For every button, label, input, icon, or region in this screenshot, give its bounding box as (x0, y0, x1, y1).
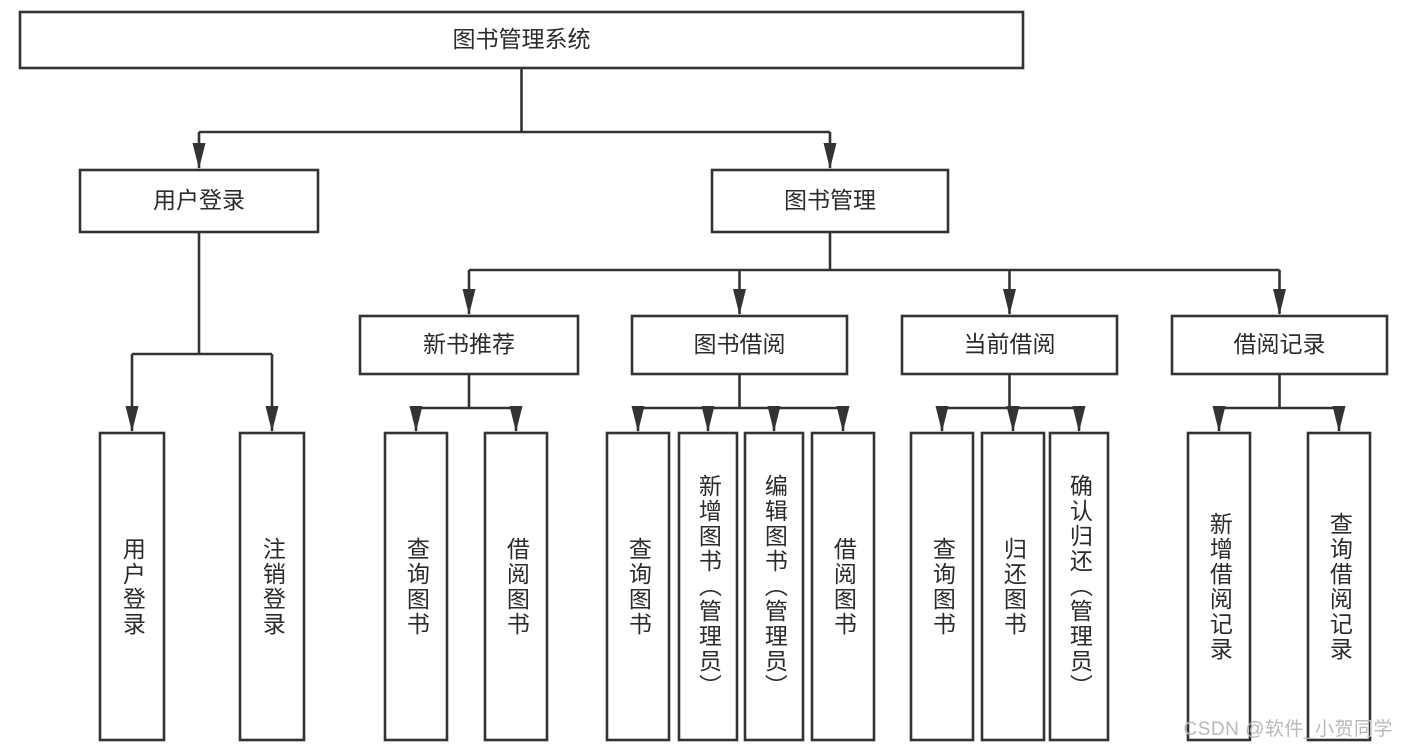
node-root-label: 图书管理系统 (453, 26, 591, 52)
node-level3-2[interactable] (900, 314, 1119, 376)
connector-arrow-icon (1072, 406, 1086, 432)
connector-arrow-icon (935, 406, 949, 432)
node-level4-2[interactable] (383, 431, 449, 742)
connector-arrow-icon (733, 289, 746, 315)
connector-arrow-icon (125, 406, 139, 432)
connector-arrow-icon (409, 406, 423, 432)
node-level4-4[interactable] (605, 431, 671, 742)
node-box-layer (18, 10, 1389, 742)
node-level3-label-1: 图书借阅 (694, 331, 786, 357)
connector-arrow-icon (192, 143, 206, 169)
node-level3-label-3: 借阅记录 (1234, 331, 1326, 357)
node-level4-9[interactable] (980, 431, 1046, 742)
node-level3-label-2: 当前借阅 (964, 331, 1056, 357)
connector-arrow-icon (1332, 406, 1346, 432)
node-level4-0[interactable] (98, 431, 166, 742)
watermark-text: CSDN @软件_小贺同学 (1183, 719, 1393, 740)
node-level4-7[interactable] (810, 431, 876, 742)
node-level2-1[interactable] (710, 168, 950, 234)
node-level3-0[interactable] (358, 314, 580, 376)
connector-arrow-icon (767, 406, 781, 432)
node-root[interactable] (18, 10, 1025, 70)
node-level4-10[interactable] (1048, 431, 1110, 742)
node-level4-11[interactable] (1186, 431, 1252, 742)
node-level2-label-0: 用户登录 (153, 187, 245, 213)
node-level4-8[interactable] (909, 431, 975, 742)
node-level4-6[interactable] (743, 431, 805, 742)
node-level4-5[interactable] (677, 431, 739, 742)
connector-arrow-icon (1003, 289, 1016, 315)
connector-arrow-icon (631, 406, 645, 432)
node-level3-3[interactable] (1170, 314, 1389, 376)
connector-arrow-icon (1212, 406, 1226, 432)
connector-arrow-icon (265, 406, 279, 432)
connector-arrow-icon (701, 406, 715, 432)
connector-arrow-icon (823, 143, 837, 169)
connector-arrow-icon (836, 406, 850, 432)
node-level4-3[interactable] (483, 431, 549, 742)
connector-arrow-icon (1273, 289, 1286, 315)
connector-arrow-icon (1006, 406, 1020, 432)
node-level4-1[interactable] (238, 431, 306, 742)
connector-layer (125, 68, 1346, 432)
connector-arrow-icon (509, 406, 523, 432)
node-level2-0[interactable] (78, 168, 320, 234)
node-level3-1[interactable] (630, 314, 849, 376)
node-level3-label-0: 新书推荐 (423, 331, 515, 357)
node-level2-label-1: 图书管理 (784, 187, 876, 213)
connector-arrow-icon (462, 289, 476, 315)
node-level4-12[interactable] (1306, 431, 1372, 742)
